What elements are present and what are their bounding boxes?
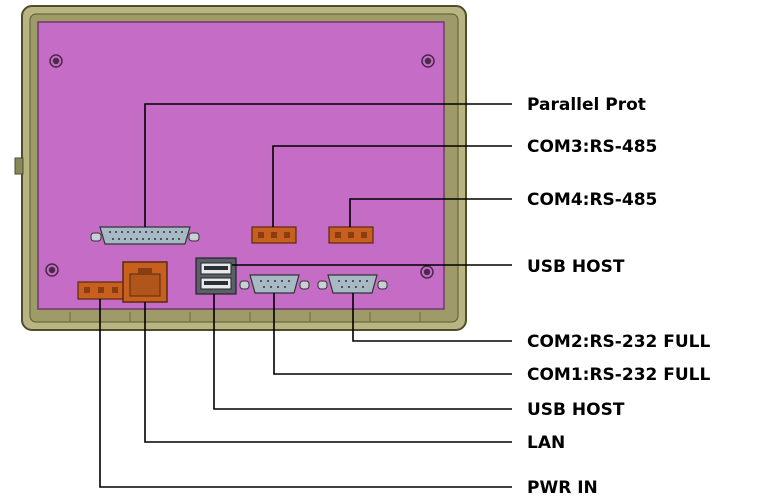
- label-com3: COM3:RS-485: [527, 137, 657, 157]
- leader-lines: [99, 103, 512, 488]
- side-tab-left: [14, 157, 24, 175]
- lan-connector: [122, 261, 168, 303]
- label-pwr-in: PWR IN: [527, 478, 598, 496]
- label-usb-host-top: USB HOST: [527, 257, 625, 277]
- frame-ribs: [69, 312, 421, 322]
- screw-hole-top-left: [49, 54, 63, 68]
- com3-rs485-connector: [251, 226, 297, 244]
- callout-labels: Parallel Prot COM3:RS-485 COM4:RS-485 US…: [527, 95, 711, 496]
- screw-hole-bottom-right: [420, 265, 434, 279]
- com1-rs232-connector: [239, 274, 310, 294]
- power-input-connector: [77, 281, 127, 300]
- label-com2: COM2:RS-232 FULL: [527, 332, 711, 352]
- leader-pwr-in: [99, 299, 512, 488]
- label-com1: COM1:RS-232 FULL: [527, 365, 711, 385]
- label-parallel-port: Parallel Prot: [527, 95, 646, 115]
- screw-holes: [45, 54, 435, 279]
- leader-com3: [272, 145, 512, 227]
- leader-lan: [144, 302, 512, 443]
- leader-usb-host-bottom: [213, 294, 512, 410]
- label-lan: LAN: [527, 433, 565, 453]
- back-panel: [37, 21, 445, 310]
- screw-hole-bottom-left: [45, 263, 59, 277]
- parallel-port-connector: [90, 226, 200, 245]
- leader-com2: [352, 293, 512, 342]
- leader-com4: [349, 198, 512, 227]
- leader-parallel-port: [144, 103, 512, 227]
- usb-host-connector: [195, 257, 237, 295]
- label-usb-host-bottom: USB HOST: [527, 400, 625, 420]
- com2-rs232-connector: [317, 274, 388, 294]
- com4-rs485-connector: [328, 226, 374, 244]
- label-com4: COM4:RS-485: [527, 190, 657, 210]
- leader-com1: [273, 293, 512, 375]
- screw-hole-top-right: [421, 54, 435, 68]
